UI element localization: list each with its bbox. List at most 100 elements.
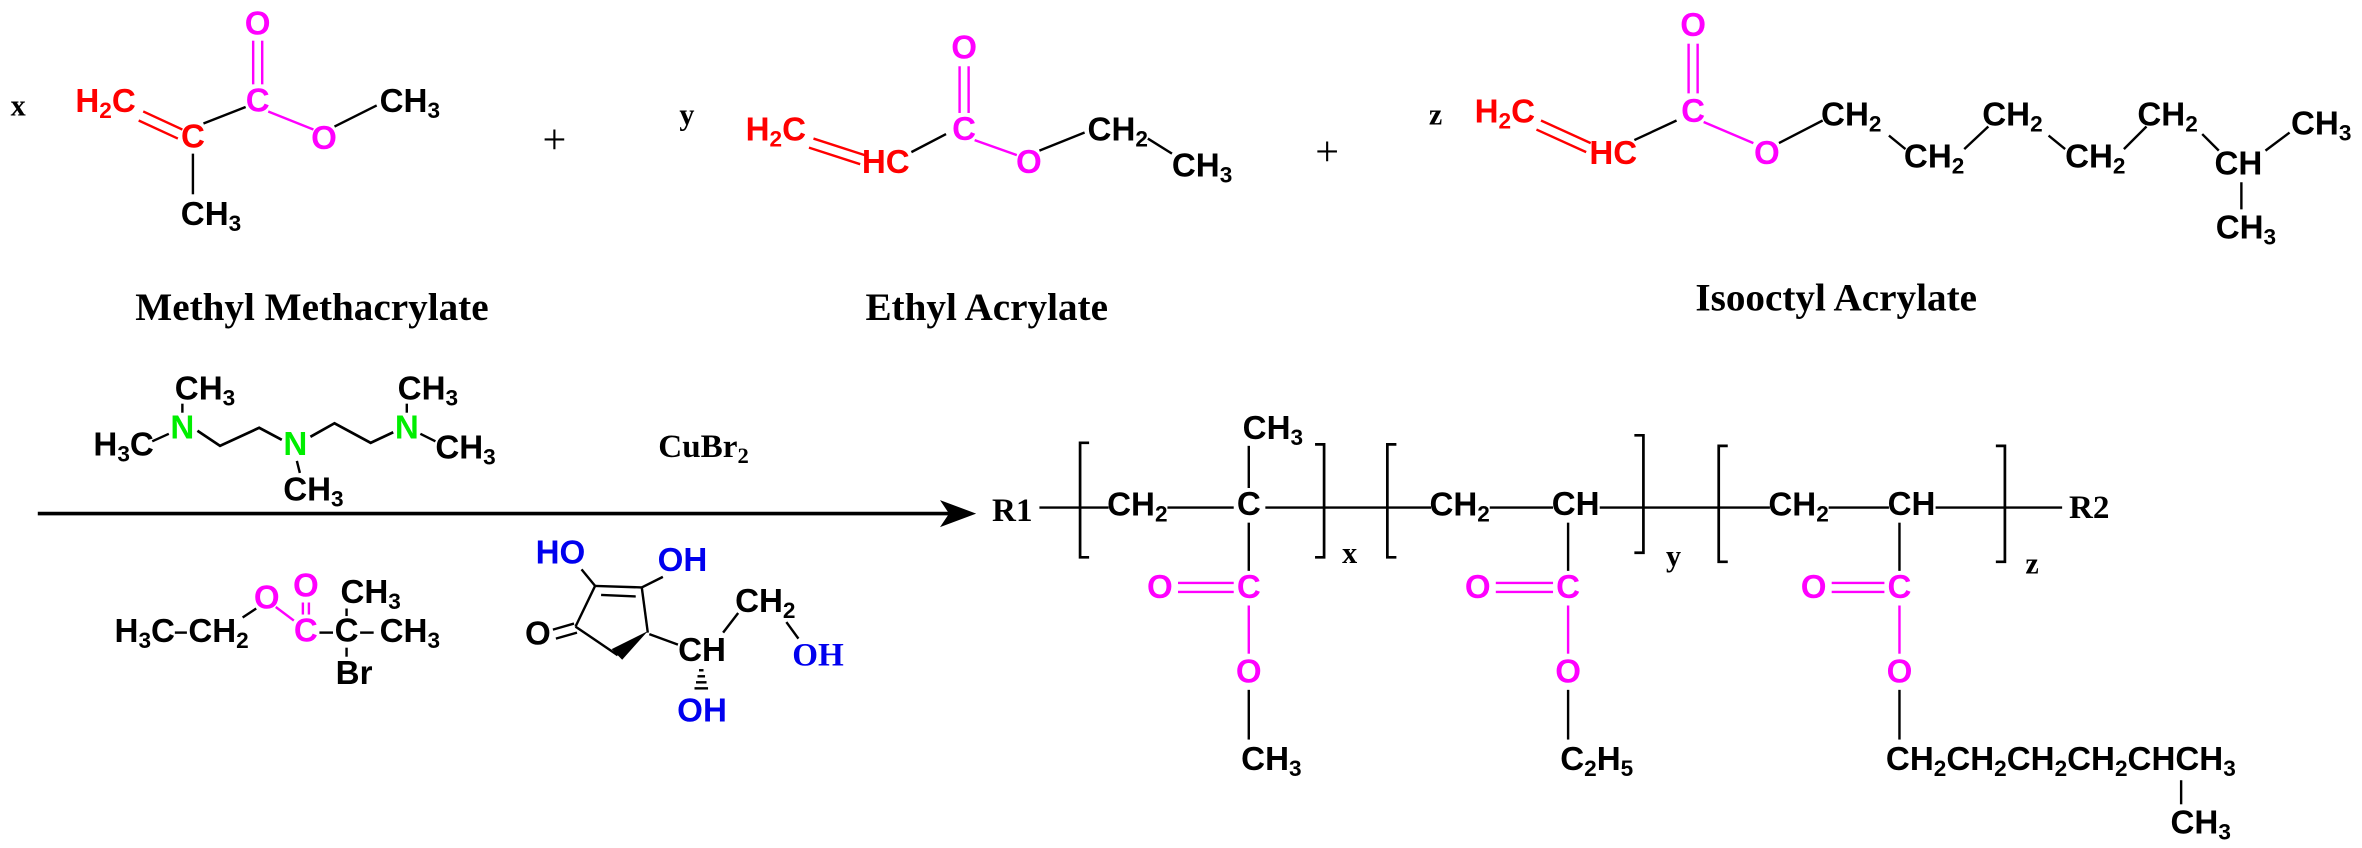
atom-chain-ch2: CH2 — [2065, 138, 2125, 178]
atom-n: N — [395, 409, 419, 446]
atom-carbonyl-c: C — [1681, 93, 1705, 130]
atom-quaternary-c: C — [335, 613, 359, 650]
atom-ch3: CH3 — [380, 613, 440, 653]
atom-carbonyl-c: C — [1888, 569, 1912, 606]
monomer-isooctyl-acrylate: z H2C HC C O O CH2 CH2 CH2 CH2 CH2 CH CH… — [1429, 7, 2352, 320]
atom-carbonyl-c: C — [952, 111, 976, 148]
repeat-subscript-y: y — [1666, 539, 1681, 573]
bracket-open — [1078, 441, 1090, 559]
double-bond — [1540, 119, 1592, 145]
atom-oh: OH — [792, 637, 844, 674]
atom-branch-ch3: CH3 — [2171, 804, 2231, 844]
atom-br: Br — [336, 655, 373, 692]
reductant-molecule: HO OH O CH OH CH2 OH — [525, 534, 844, 729]
atom-ch3: CH3 — [340, 573, 400, 613]
product-copolymer: R1 CH2 C CH3 CH2 CH CH2 CH R2 x y z O C … — [992, 409, 2236, 844]
bracket-close — [1315, 442, 1326, 559]
bond — [1778, 119, 1824, 145]
double-bond — [142, 110, 183, 131]
plus-sign: + — [1315, 129, 1339, 176]
atom-n: N — [283, 426, 307, 463]
repeat-subscript-z: z — [2025, 546, 2038, 580]
atom-ketone-o: O — [525, 616, 551, 653]
bond — [785, 621, 800, 640]
atom-ch3: CH3 — [175, 370, 235, 410]
atom-carbonyl-c: C — [246, 82, 270, 119]
atom-backbone-ch: CH — [1552, 486, 1600, 523]
ring-double-bond — [601, 593, 636, 598]
coefficient-x: x — [11, 88, 26, 122]
atom-backbone-c: C — [1237, 486, 1261, 523]
atom-ch3: H3C — [93, 426, 153, 466]
atom-ester-o: O — [311, 120, 337, 157]
atom-alpha-ch3: CH3 — [181, 195, 241, 235]
atom-ester-o: O — [1236, 653, 1262, 690]
bracket-open — [1717, 444, 1728, 564]
atom-carbonyl-c: C — [1237, 569, 1261, 606]
ligand-pmdeta: CH3 N H3C N CH3 N CH3 CH3 — [93, 370, 495, 511]
bond — [648, 632, 679, 646]
bond — [419, 432, 436, 443]
bond — [1147, 137, 1173, 155]
bond — [580, 568, 597, 587]
atom-ch3: CH3 — [398, 370, 458, 410]
bracket-close — [1634, 433, 1645, 555]
monomer-name: Isooctyl Acrylate — [1695, 277, 1977, 320]
reaction-arrow — [37, 500, 977, 528]
atom-ch3: CH3 — [2291, 105, 2351, 145]
monomer-methyl-methacrylate: x H2C C C O O CH3 CH3 Methyl Methacrylat… — [11, 6, 489, 329]
atom-ester-o: O — [1754, 135, 1780, 172]
atom-vinyl-ch2: H2C — [1475, 93, 1535, 133]
atom-ester-o: O — [1887, 653, 1913, 690]
atom-backbone-ch: CH — [1888, 486, 1936, 523]
atom-ho: HO — [536, 534, 586, 571]
bracket-open — [1385, 442, 1397, 559]
ring-bond — [574, 585, 597, 628]
bond — [1633, 119, 1678, 142]
bond — [267, 110, 314, 131]
atom-ch2: CH2 — [188, 613, 248, 653]
atom-alkyl-chain: CH2CH2CH2CH2CHCH3 — [1886, 741, 2236, 781]
bond — [641, 575, 664, 589]
atom-chain-ch2: CH2 — [1904, 138, 1964, 178]
catalyst-cubr2: CuBr2 — [658, 427, 748, 467]
end-group-r2: R2 — [2069, 489, 2109, 526]
atom-backbone-ch2: CH2 — [1107, 486, 1167, 526]
atom-ester-o: O — [1016, 144, 1042, 181]
atom-carbonyl-o: O — [1680, 7, 1706, 44]
atom-ch3: CH3 — [283, 471, 343, 511]
bond — [203, 105, 247, 125]
monomer-ethyl-acrylate: y H2C HC C O O CH2 CH3 Ethyl Acrylate — [679, 30, 1232, 329]
bond — [2201, 133, 2220, 152]
plus-sign: + — [543, 117, 567, 164]
atom-alpha-ch: HC — [862, 144, 910, 181]
atom-carbonyl-o: O — [293, 567, 319, 604]
ring-bond — [640, 587, 649, 633]
bond — [151, 432, 170, 443]
coefficient-z: z — [1429, 97, 1442, 131]
atom-alkyl: CH3 — [1241, 741, 1301, 781]
atom-ester-o: O — [1555, 653, 1581, 690]
atom-carbonyl-o: O — [245, 6, 271, 43]
wedge-bond — [611, 631, 648, 660]
bond — [974, 138, 1018, 157]
double-bond — [808, 146, 861, 166]
ethylene-bridge — [309, 421, 394, 445]
atom-alpha-ch: HC — [1589, 135, 1637, 172]
atom-alkyl: C2H5 — [1560, 741, 1633, 781]
bond — [333, 104, 378, 128]
atom-backbone-ch2: CH2 — [1768, 486, 1828, 526]
atom-oh: OH — [658, 542, 708, 579]
ring-double-bond — [595, 584, 642, 589]
atom-ester-o: O — [254, 579, 280, 616]
atom-chain-ch2: CH2 — [2137, 96, 2197, 136]
atom-ch3: CH3 — [435, 429, 495, 469]
atom-chain-ch2: CH2 — [1821, 96, 1881, 136]
bond — [1703, 120, 1754, 145]
atom-alpha-c: C — [181, 119, 205, 156]
bond — [722, 612, 740, 634]
atom-ch3: H3C — [115, 613, 175, 653]
repeat-subscript-x: x — [1342, 536, 1357, 570]
bond — [241, 607, 257, 619]
